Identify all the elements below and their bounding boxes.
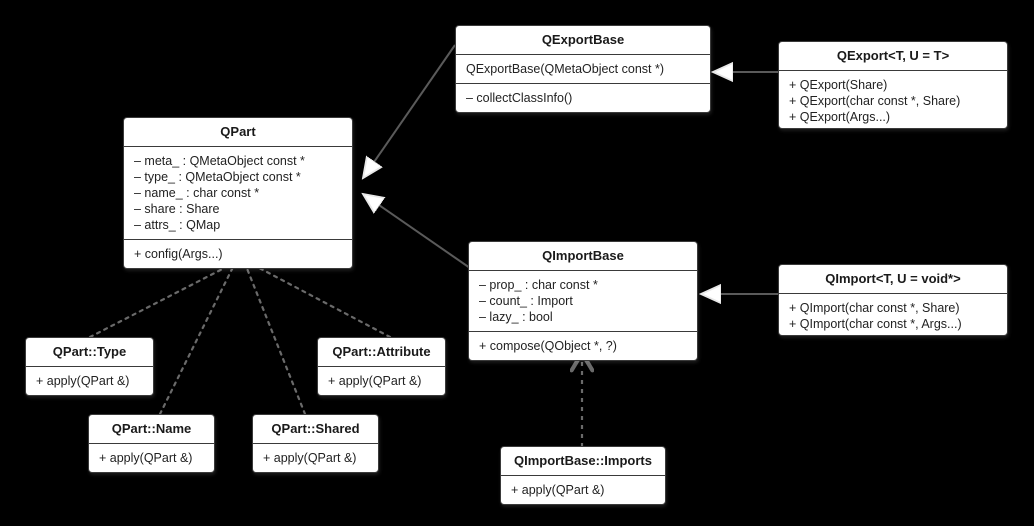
class-section-attributes: – meta_ : QMetaObject const * – type_ : … (124, 146, 352, 239)
class-member: + QExport(Share) (789, 78, 888, 92)
class-member: – share : Share (134, 202, 220, 216)
class-title: QPart::Shared (271, 421, 360, 436)
class-title: QExport<T, U = T> (836, 48, 950, 63)
class-member: – meta_ : QMetaObject const * (134, 154, 305, 168)
class-box-qpart-shared[interactable]: QPart::Shared + apply(QPart &) (252, 414, 379, 473)
class-section-operations: + apply(QPart &) (253, 443, 378, 472)
class-member: – prop_ : char const * (479, 278, 598, 292)
class-section-operations: – collectClassInfo() (456, 83, 710, 112)
class-box-qpart-attribute[interactable]: QPart::Attribute + apply(QPart &) (317, 337, 446, 396)
class-member: + QExport(char const *, Share) (789, 94, 961, 108)
edge-qexportbase-to-qpart (363, 44, 456, 178)
class-member: QExportBase(QMetaObject const *) (466, 62, 664, 76)
class-member: – name_ : char const * (134, 186, 260, 200)
class-section-operations: + apply(QPart &) (26, 366, 153, 395)
class-member: + QExport(Args...) (789, 110, 891, 124)
class-member: – attrs_ : QMap (134, 218, 221, 232)
class-member: + apply(QPart &) (511, 483, 605, 497)
class-title: QPart (220, 124, 256, 139)
class-section-attributes: – prop_ : char const * – count_ : Import… (469, 270, 697, 331)
class-box-qpart[interactable]: QPart – meta_ : QMetaObject const * – ty… (123, 117, 353, 269)
class-title: QImportBase::Imports (514, 453, 652, 468)
class-title: QExportBase (541, 32, 625, 47)
class-member: – type_ : QMetaObject const * (134, 170, 301, 184)
class-member: + apply(QPart &) (328, 374, 422, 388)
class-box-qimport[interactable]: QImport<T, U = void*> + QImport(char con… (778, 264, 1008, 336)
class-title: QImportBase (542, 248, 624, 263)
edge-qpart-attribute-to-qpart (244, 259, 392, 339)
class-member: – collectClassInfo() (466, 91, 573, 105)
class-member: + compose(QObject *, ?) (479, 339, 617, 353)
class-member: + apply(QPart &) (99, 451, 193, 465)
class-section-operations: + QImport(char const *, Share) + QImport… (779, 293, 1007, 335)
class-section-operations: + apply(QPart &) (89, 443, 214, 472)
class-section-attributes: QExportBase(QMetaObject const *) (456, 54, 710, 83)
class-section-operations: + apply(QPart &) (501, 475, 665, 504)
edge-qpart-type-to-qpart (88, 259, 240, 339)
edge-qpart-shared-to-qpart (242, 259, 307, 416)
class-member: – count_ : Import (479, 294, 573, 308)
class-member: + QImport(char const *, Share) (789, 301, 960, 315)
class-member: + config(Args...) (134, 247, 223, 261)
class-section-operations: + QExport(Share) + QExport(char const *,… (779, 70, 1007, 128)
edge-qpart-name-to-qpart (158, 259, 238, 416)
class-member: – lazy_ : bool (479, 310, 553, 324)
class-box-qexportbase[interactable]: QExportBase QExportBase(QMetaObject cons… (455, 25, 711, 113)
class-member: + QImport(char const *, Args...) (789, 317, 962, 331)
class-title: QPart::Type (52, 344, 127, 359)
class-box-qpart-type[interactable]: QPart::Type + apply(QPart &) (25, 337, 154, 396)
class-section-operations: + config(Args...) (124, 239, 352, 268)
edge-qimportbase-to-qpart (363, 194, 471, 269)
class-member: + apply(QPart &) (263, 451, 357, 465)
class-section-operations: + apply(QPart &) (318, 366, 445, 395)
class-title: QPart::Attribute (332, 344, 431, 359)
class-member: + apply(QPart &) (36, 374, 130, 388)
class-section-operations: + compose(QObject *, ?) (469, 331, 697, 360)
class-box-qimportbase-imports[interactable]: QImportBase::Imports + apply(QPart &) (500, 446, 666, 505)
class-title: QPart::Name (111, 421, 192, 436)
class-box-qexport[interactable]: QExport<T, U = T> + QExport(Share) + QEx… (778, 41, 1008, 129)
class-title: QImport<T, U = void*> (825, 271, 961, 286)
class-box-qpart-name[interactable]: QPart::Name + apply(QPart &) (88, 414, 215, 473)
class-box-qimportbase[interactable]: QImportBase – prop_ : char const * – cou… (468, 241, 698, 361)
